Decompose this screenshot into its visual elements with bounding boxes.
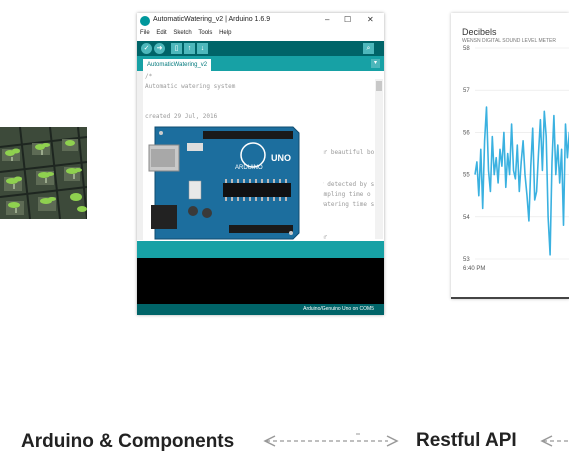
code-line: Automatic watering system [145, 83, 236, 90]
message-area [137, 241, 384, 258]
new-icon[interactable]: ▯ [171, 43, 182, 54]
y-tick-label: 58 [463, 46, 470, 52]
label-arduino-components: Arduino & Components [21, 431, 235, 452]
menu-file[interactable]: File [140, 30, 150, 36]
arrow-left-icon [263, 435, 276, 447]
menu-help[interactable]: Help [219, 30, 232, 36]
arduino-app-icon [140, 16, 150, 26]
board-status: Arduino/Genuino Uno on COM5 [303, 306, 374, 312]
arduino-uno-board: ARDUINO UNO [143, 121, 323, 243]
close-icon[interactable]: ✕ [367, 15, 374, 24]
y-tick-label: 54 [463, 215, 470, 221]
open-icon[interactable]: ↑ [184, 43, 195, 54]
save-icon[interactable]: ↓ [197, 43, 208, 54]
editor-gutter [137, 71, 143, 240]
y-tick-label: 55 [463, 173, 470, 179]
menu-sketch[interactable]: Sketch [173, 30, 192, 36]
seedlings-photo [0, 127, 87, 219]
maximize-icon[interactable]: ☐ [344, 15, 352, 24]
upload-icon[interactable]: ➜ [154, 43, 165, 54]
code-line: created 29 Jul, 2016 [145, 113, 218, 120]
tab-menu-icon[interactable]: ▾ [371, 59, 380, 68]
minimize-icon[interactable]: – [325, 15, 330, 24]
series-line [474, 106, 569, 256]
scrollbar-thumb[interactable] [376, 81, 382, 91]
serial-monitor-icon[interactable]: ⌕ [363, 43, 374, 54]
chart-title: Decibels [462, 27, 497, 37]
board-model: UNO [271, 153, 291, 163]
code-line: /* [145, 73, 153, 80]
ide-menubar: File Edit Sketch Tools Help [137, 30, 384, 40]
ide-toolbar: ✓ ➜ ▯ ↑ ↓ ⌕ [137, 41, 384, 56]
y-tick-label: 57 [463, 88, 470, 94]
code-fragment: er [320, 234, 328, 241]
decibels-chart-panel: 58 57 56 55 54 53 6:40 PM Decibels WENSN DIGIT… [451, 13, 569, 299]
code-fragment: watering time s [320, 201, 375, 208]
decibels-chart: 58 57 56 55 54 53 6:40 PM [463, 46, 569, 272]
panel-bottom-border [451, 297, 569, 299]
ide-footer: Arduino/Genuino Uno on COM5 [137, 304, 384, 315]
y-tick-label: 53 [463, 257, 470, 263]
x-tick-label: 6:40 PM [463, 266, 485, 272]
arduino-ide-window: AutomaticWatering_v2 | Arduino 1.6.9 – ☐… [137, 13, 384, 315]
ide-tabbar: AutomaticWatering_v2 ▾ [137, 56, 384, 71]
code-fragment: y detected by s [320, 181, 375, 188]
tab-automatic-watering[interactable]: AutomaticWatering_v2 [143, 59, 212, 71]
connector-arrows [263, 433, 569, 447]
arrow-left-icon [540, 435, 553, 447]
label-restful-api: Restful API [416, 430, 517, 451]
output-console [137, 258, 384, 304]
code-fragment: ur beautiful bo [320, 149, 375, 156]
verify-icon[interactable]: ✓ [141, 43, 152, 54]
code-fragment: ampling time o [320, 191, 371, 198]
ide-title: AutomaticWatering_v2 | Arduino 1.6.9 [153, 16, 271, 23]
ide-titlebar: AutomaticWatering_v2 | Arduino 1.6.9 – ☐… [137, 13, 384, 29]
menu-edit[interactable]: Edit [156, 30, 167, 36]
y-tick-label: 56 [463, 130, 470, 136]
arrow-right-icon [386, 435, 399, 447]
vertical-scrollbar[interactable] [375, 79, 383, 239]
chart-subtitle: WENSN DIGITAL SOUND LEVEL METER [462, 38, 556, 44]
menu-tools[interactable]: Tools [198, 30, 213, 36]
board-brand: ARDUINO [235, 165, 263, 171]
